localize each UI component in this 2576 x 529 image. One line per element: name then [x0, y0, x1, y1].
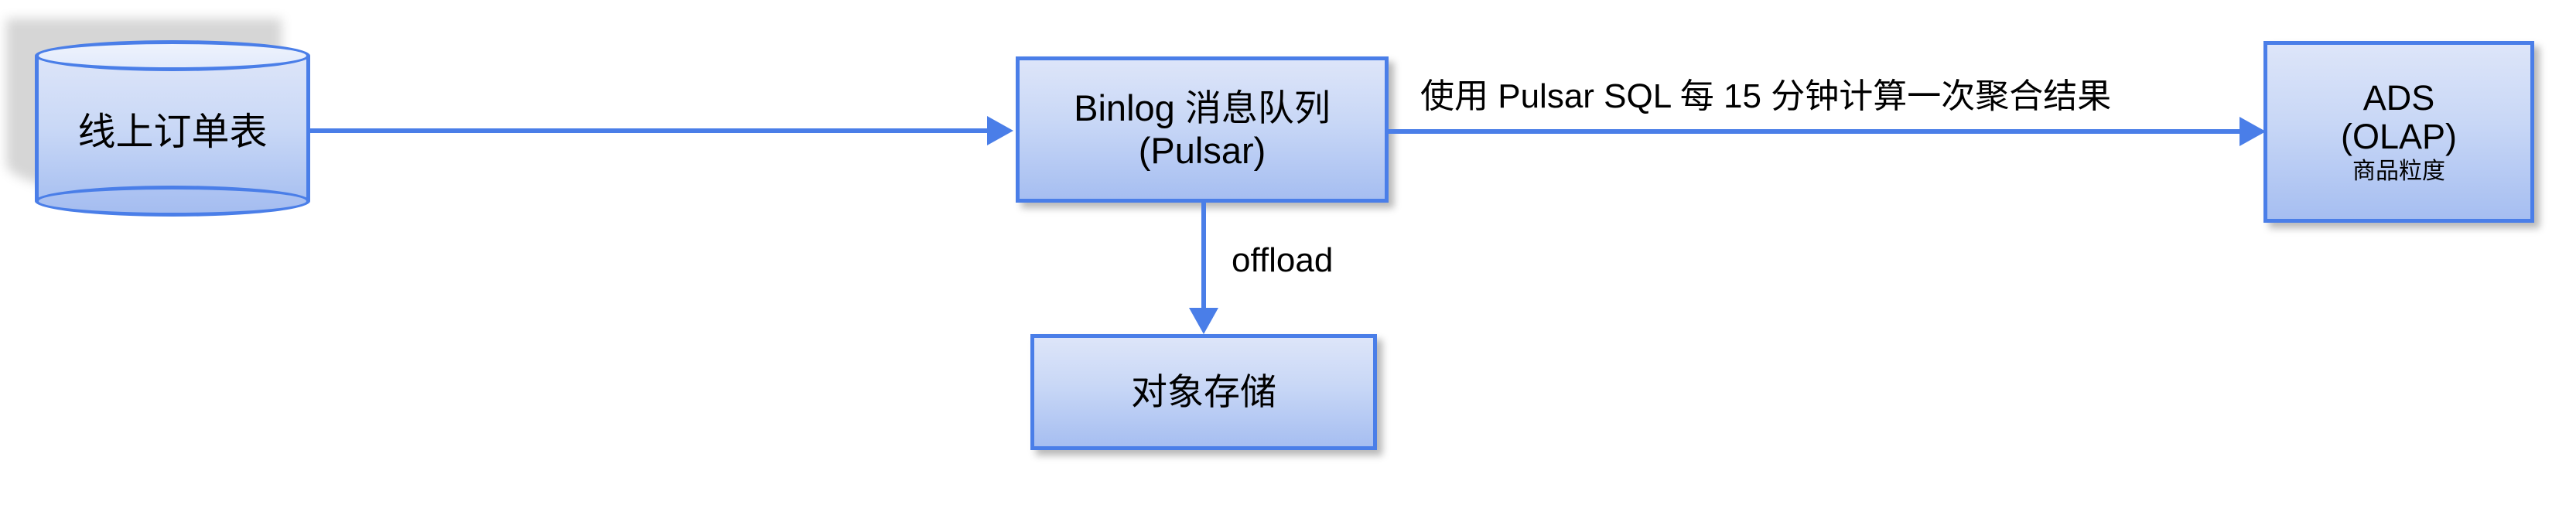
cylinder-top-ellipse [35, 40, 310, 71]
edge-pulsar-to-ads-line [1389, 129, 2239, 134]
node-source-db[interactable]: 线上订单表 [35, 40, 310, 217]
edge-pulsar-to-ads-arrowhead [2239, 117, 2266, 146]
node-pulsar-label: Binlog 消息队列 (Pulsar) [1074, 87, 1331, 171]
node-source-db-label: 线上订单表 [77, 111, 268, 153]
edge-label-offload: offload [1232, 241, 1334, 279]
node-object-storage-label: 对象存储 [1131, 370, 1276, 412]
node-ads[interactable]: ADS (OLAP) 商品粒度 [2263, 41, 2534, 223]
edge-db-to-pulsar-arrowhead [987, 116, 1013, 145]
cylinder-body [35, 56, 310, 201]
node-pulsar[interactable]: Binlog 消息队列 (Pulsar) [1016, 56, 1389, 203]
edge-pulsar-to-objectstorage-arrowhead [1189, 308, 1218, 334]
edge-pulsar-to-objectstorage-line [1201, 203, 1206, 309]
node-object-storage[interactable]: 对象存储 [1030, 334, 1377, 450]
node-ads-label: ADS (OLAP) [2340, 77, 2458, 157]
edge-label-pulsar-to-ads: 使用 Pulsar SQL 每 15 分钟计算一次聚合结果 [1420, 77, 2112, 115]
edge-db-to-pulsar-line [306, 128, 987, 133]
node-ads-sublabel: 商品粒度 [2352, 158, 2445, 184]
cylinder-bottom-ellipse [35, 186, 310, 217]
